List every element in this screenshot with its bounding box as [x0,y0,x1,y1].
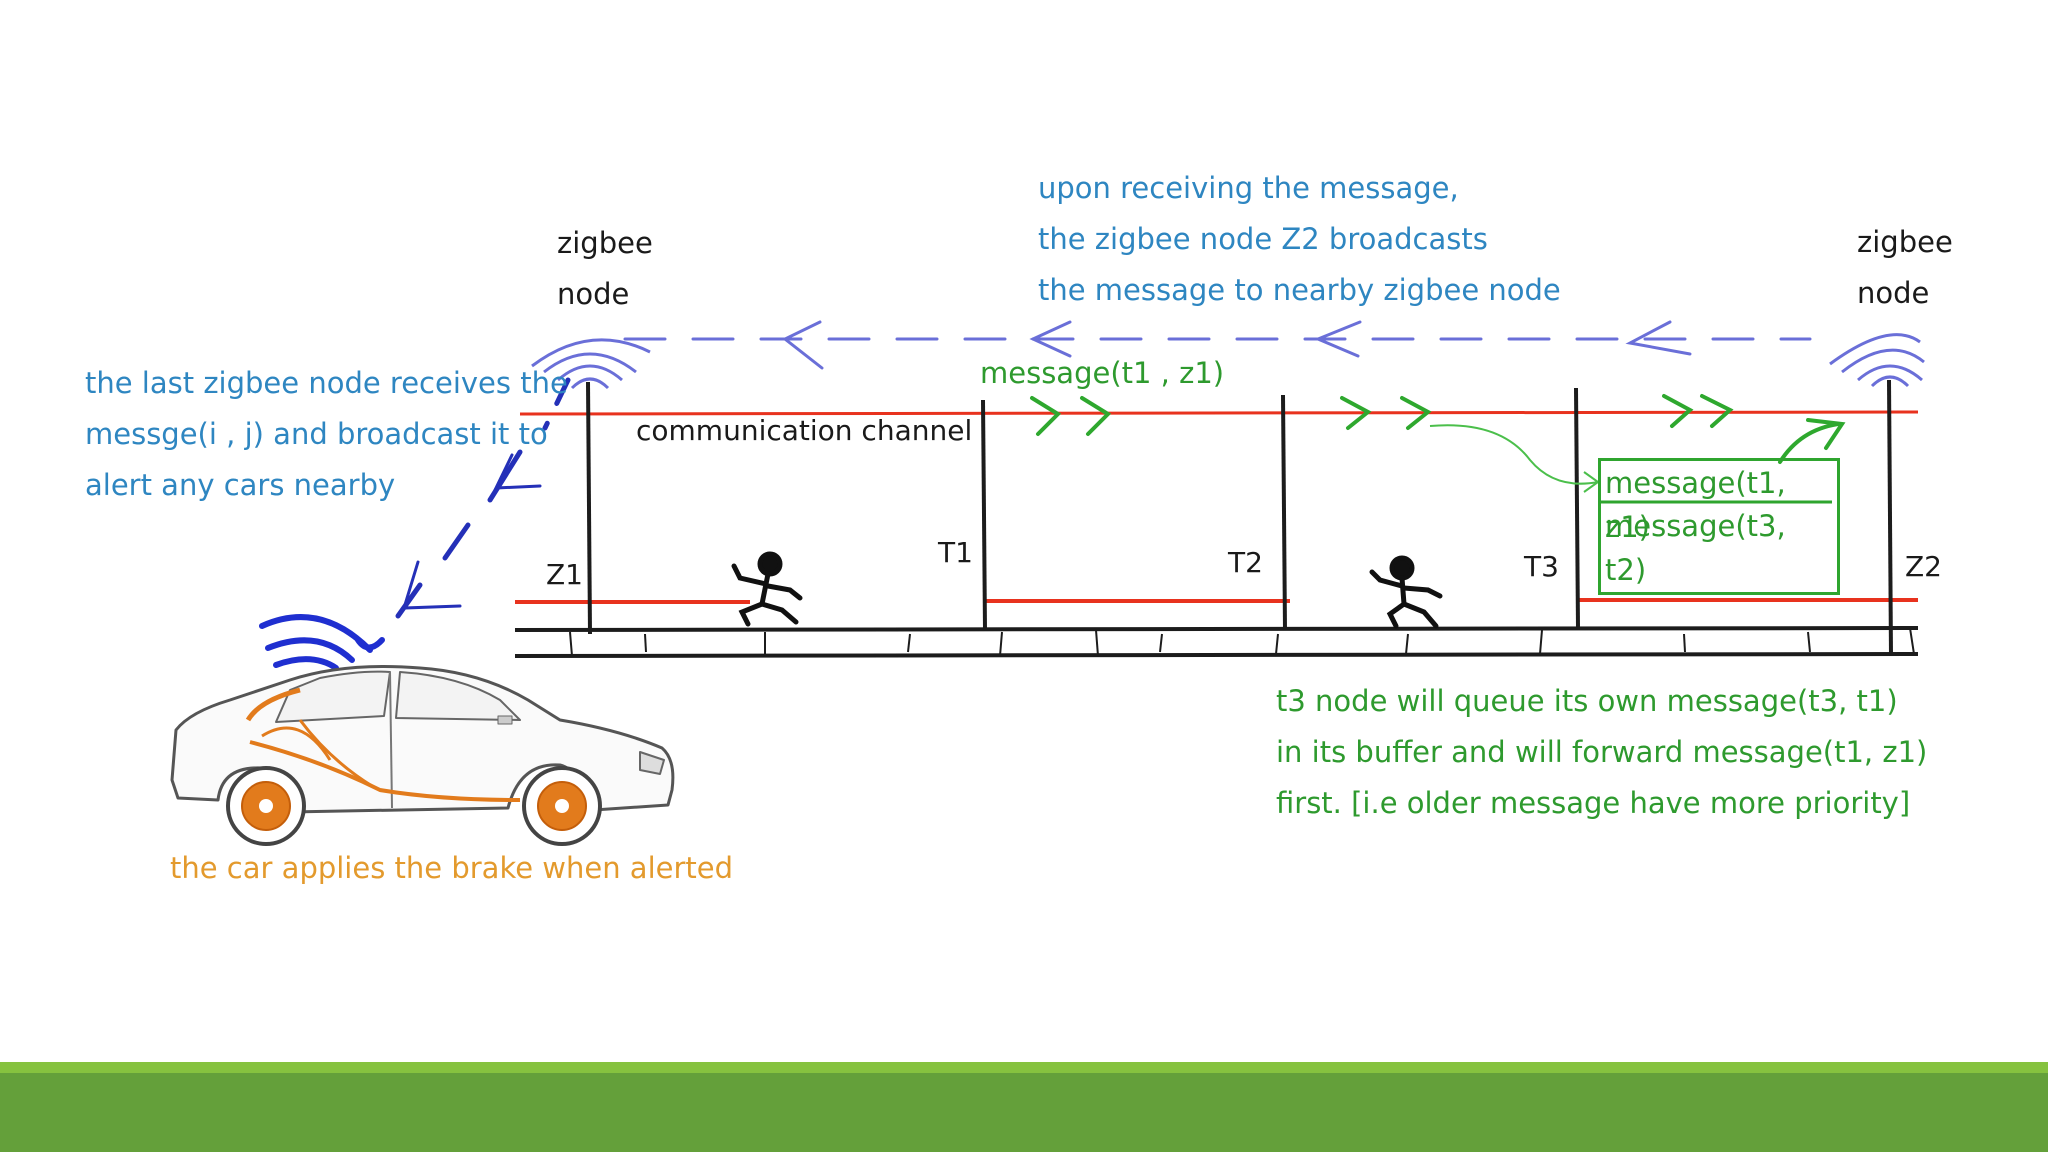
zigbee-left-line-2: node [557,277,630,311]
message-label: message(t1 , z1) [980,356,1225,390]
node-z2-label: Z2 [1905,550,1942,583]
channel-label: communication channel [636,414,973,447]
message-forward-arrows [1030,394,1734,436]
footer-bar [0,1062,2048,1152]
queue-note: t3 node will queue its own message(t3, t… [1276,676,1927,829]
node-t1-label: T1 [938,536,973,569]
left-note-line-1: the last zigbee node receives the [85,366,568,400]
left-note: the last zigbee node receives the messge… [85,358,568,511]
node-z1-label: Z1 [546,558,583,591]
zigbee-left-label: zigbee node [557,218,653,320]
top-note: upon receiving the message, the zigbee n… [1038,163,1561,316]
walking-person-1-icon [731,551,803,627]
left-note-line-3: alert any cars nearby [85,468,396,502]
node-t3-label: T3 [1524,550,1559,583]
car-wireless-icon [259,614,385,671]
car-note: the car applies the brake when alerted [170,851,734,885]
top-note-line-1: upon receiving the message, [1038,171,1459,205]
car-alert-arrowheads [401,453,542,610]
footer-stripe [0,1062,2048,1073]
zigbee-left-line-1: zigbee [557,226,653,260]
zigbee-right-antenna-icon [1829,333,1925,388]
left-note-line-2: messge(i , j) and broadcast it to [85,417,548,451]
node-posts [586,379,1893,657]
ground-ticks [569,627,1915,657]
zigbee-right-label: zigbee node [1857,217,1953,319]
queue-note-line-2: in its buffer and will forward message(t… [1276,735,1928,769]
walking-person-2-icon [1369,555,1443,629]
buffer-message-2: message(t3, t2) [1598,504,1840,595]
buffer-pointer-arrow [1429,424,1600,493]
node-t2-label: T2 [1228,546,1263,579]
top-note-line-3: the message to nearby zigbee node [1038,273,1561,307]
zigbee-left-antenna-icon [531,338,651,390]
queue-note-line-3: first. [i.e older message have more prio… [1276,786,1911,820]
ground-lines [514,626,1919,658]
broadcast-arrowheads [782,320,1692,370]
car-alert-dashed-line [395,377,571,619]
top-note-line-2: the zigbee node Z2 broadcasts [1038,222,1488,256]
buffer-out-arrow [1778,418,1846,464]
car-icon [170,665,675,846]
zigbee-right-line-1: zigbee [1857,225,1953,259]
queue-note-line-1: t3 node will queue its own message(t3, t… [1276,684,1898,718]
buffer-message-1: message(t1, z1) [1598,458,1840,549]
channel-bottom-red-lines [515,598,1918,604]
zigbee-right-line-2: node [1857,276,1930,310]
